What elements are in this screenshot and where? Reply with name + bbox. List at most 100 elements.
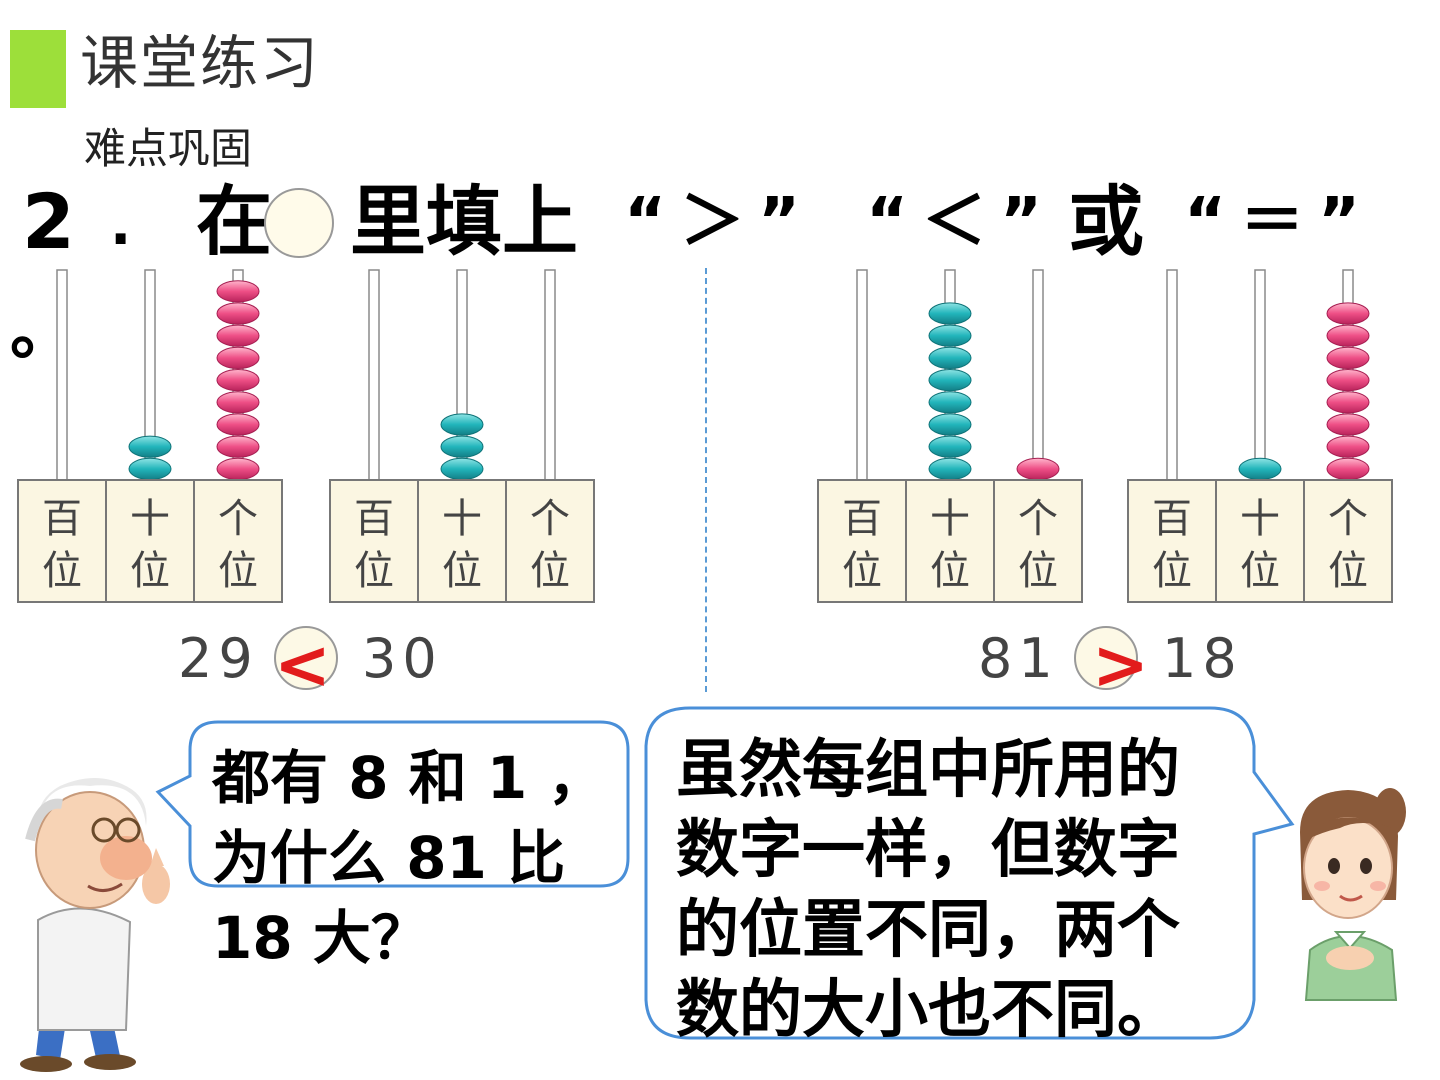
place-value-label: 十 [1240,496,1280,542]
tens-bead [440,435,484,458]
teacher-speech-bubble [155,720,630,888]
question-prefix: 在 [196,177,272,266]
place-value-box [1215,479,1305,603]
comparison-right-number: 30 [362,627,443,690]
comparison-sign: < [274,626,331,705]
place-value-label: 百 [354,496,394,542]
ones-bead [216,413,260,436]
place-value-box [993,479,1083,603]
place-value-label: 百 [1152,496,1192,542]
ones-bead [1326,413,1370,436]
place-value-box [17,479,107,603]
ones-bead [216,324,260,347]
student-character-icon [1300,788,1406,1001]
abacus-rod [1166,269,1178,481]
ones-bead [216,457,260,480]
slide-subtitle: 难点巩固 [84,124,253,173]
teacher-bubble-text: 都有 8 和 1 ， 为什么 81 比 18 大？ [212,738,605,978]
comparison-left-number: 81 [978,627,1059,690]
place-value-box [905,479,995,603]
tens-bead [440,413,484,436]
ones-bead [216,369,260,392]
student-bubble-line: 数的大小也不同。 [676,973,1180,1046]
place-value-label: 位 [354,548,394,594]
less-than-symbol: “＜” [866,185,1057,259]
place-value-label: 位 [42,548,82,594]
place-value-label: 百 [42,496,82,542]
ones-bead [1326,324,1370,347]
tens-bead [928,457,972,480]
student-bubble-text: 虽然每组中所用的 数字一样，但数字 的位置不同，两个 数的大小也不同。 [676,730,1180,1050]
place-value-label: 十 [130,496,170,542]
question-number: 2 [22,177,75,266]
ones-bead [216,435,260,458]
place-value-label: 个 [1018,496,1058,542]
place-value-box [1303,479,1393,603]
place-value-label: 位 [1018,548,1058,594]
place-value-label: 位 [842,548,882,594]
answer-circle [1074,626,1138,690]
teacher-bubble-line: 18 大？ [212,904,429,972]
ones-bead [216,280,260,303]
place-value-label: 位 [218,548,258,594]
abacus-rod [856,269,868,481]
ones-bead [1326,391,1370,414]
speech-bubbles-and-characters [20,706,1406,1072]
tens-bead [928,435,972,458]
question-number-dot: . [110,193,132,258]
comparison-left-number: 29 [178,627,259,690]
place-value-label: 位 [442,548,482,594]
title-accent-bar [10,30,66,108]
tens-bead [128,435,172,458]
student-speech-bubble [644,706,1295,1040]
equal-symbol: “＝” [1184,185,1375,259]
tens-bead [928,413,972,436]
or-word: 或 [1068,177,1144,266]
teacher-bubble-line: 为什么 81 比 [212,824,566,892]
abacus-rod [56,269,68,481]
tens-bead [440,457,484,480]
place-value-label: 个 [1328,496,1368,542]
place-value-label: 十 [930,496,970,542]
student-bubble-line: 的位置不同，两个 [676,893,1180,966]
place-value-label: 个 [218,496,258,542]
ones-bead [1326,302,1370,325]
ones-bead [216,302,260,325]
tens-bead [128,457,172,480]
place-value-label: 位 [1328,548,1368,594]
question-text: 里填上 [350,177,578,266]
ones-bead [1326,457,1370,480]
ones-bead [1326,369,1370,392]
blank-circle-icon [264,188,334,258]
place-value-box [817,479,907,603]
greater-than-symbol: “＞” [624,185,815,259]
tens-bead [928,302,972,325]
teacher-bubble-line: 都有 8 和 1 ， [212,744,606,812]
section-divider [705,268,707,692]
place-value-label: 位 [530,548,570,594]
ones-bead [216,391,260,414]
tens-bead [928,324,972,347]
comparison-sign: > [1092,626,1149,705]
ones-bead [1326,346,1370,370]
tens-bead [1238,457,1282,480]
place-value-label: 十 [442,496,482,542]
place-value-label: 位 [930,548,970,594]
comparison-right-number: 18 [1162,627,1243,690]
ones-bead [216,346,260,370]
tens-bead [928,346,972,370]
abacus-rod [368,269,380,481]
slide-title: 课堂练习 [80,29,321,97]
abacus-rod [1032,269,1044,481]
place-value-label: 位 [130,548,170,594]
place-value-label: 个 [530,496,570,542]
place-value-box [193,479,283,603]
answer-circle [274,626,338,690]
teacher-character-icon [20,778,170,1072]
tens-bead [928,369,972,392]
abacus-rod [544,269,556,481]
place-value-box [505,479,595,603]
student-bubble-line: 数字一样，但数字 [676,813,1180,886]
abacus-rod [1254,269,1266,481]
